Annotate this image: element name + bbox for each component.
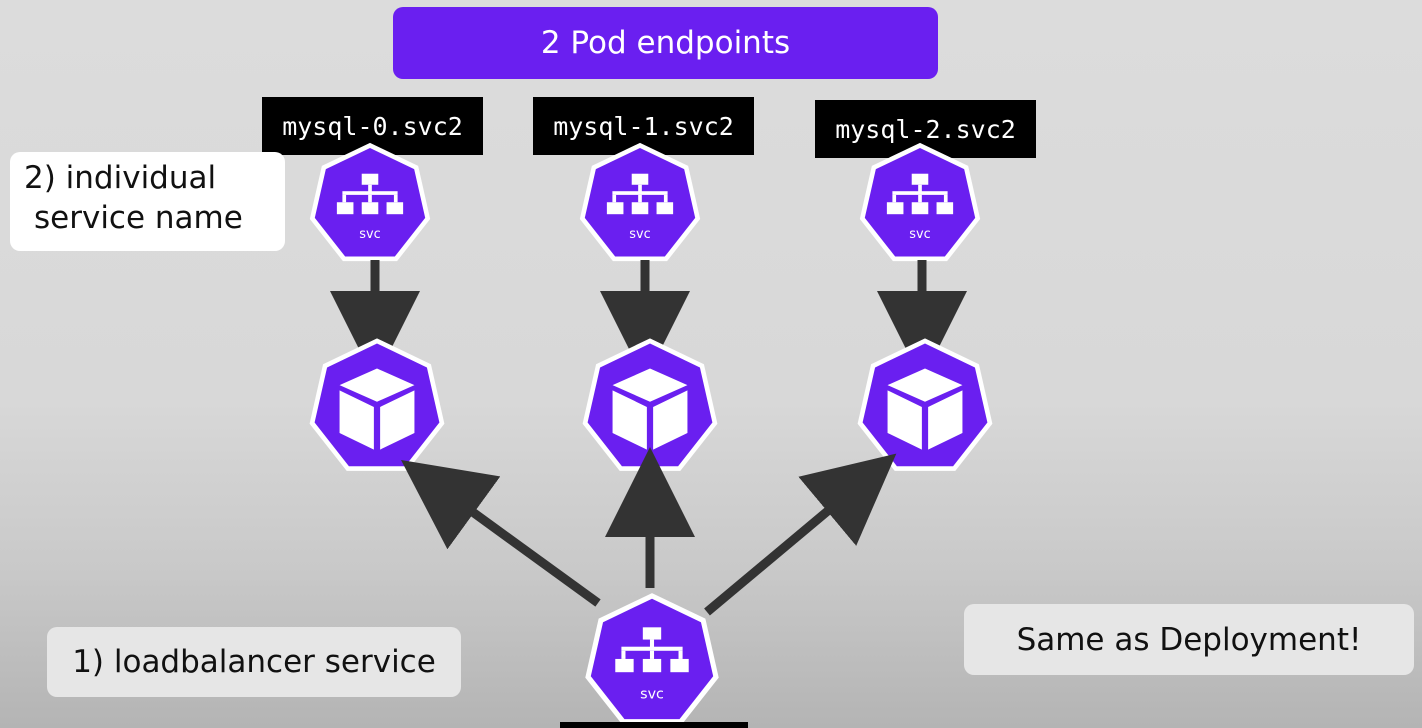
service-icon-1: svc [579,142,701,262]
loadbalancer-callout: 1) loadbalancer service [47,627,461,697]
loadbalancer-callout-text: 1) loadbalancer service [72,644,436,680]
pod-endpoints-banner: 2 Pod endpoints [393,7,938,79]
banner-label: 2 Pod endpoints [540,25,791,61]
arrow-lb-to-pod-2 [704,453,897,616]
service-icon-caption: svc [359,227,380,242]
service-icon-caption: svc [909,227,930,242]
individual-callout-line2: service name [34,200,243,236]
same-as-deployment-text: Same as Deployment! [1016,621,1362,658]
service-icon-0: svc [309,142,431,262]
bottom-label-edge [560,722,748,728]
arrow-lb-to-pod-0 [401,459,601,607]
service-name-label-2: mysql-2.svc2 [815,100,1036,158]
individual-callout-line1: 2) individual [24,160,217,196]
service-icon-2: svc [859,142,981,262]
individual-service-callout: 2) individual service name [10,152,285,251]
service-icon-caption: svc [629,227,650,242]
pod-icon-2 [857,338,993,471]
loadbalancer-service-icon: svc [585,593,719,725]
service-icon-caption: svc [640,687,664,703]
pod-icon-0 [309,338,445,471]
pod-icon-1 [582,338,718,471]
same-as-deployment-callout: Same as Deployment! [964,604,1414,675]
